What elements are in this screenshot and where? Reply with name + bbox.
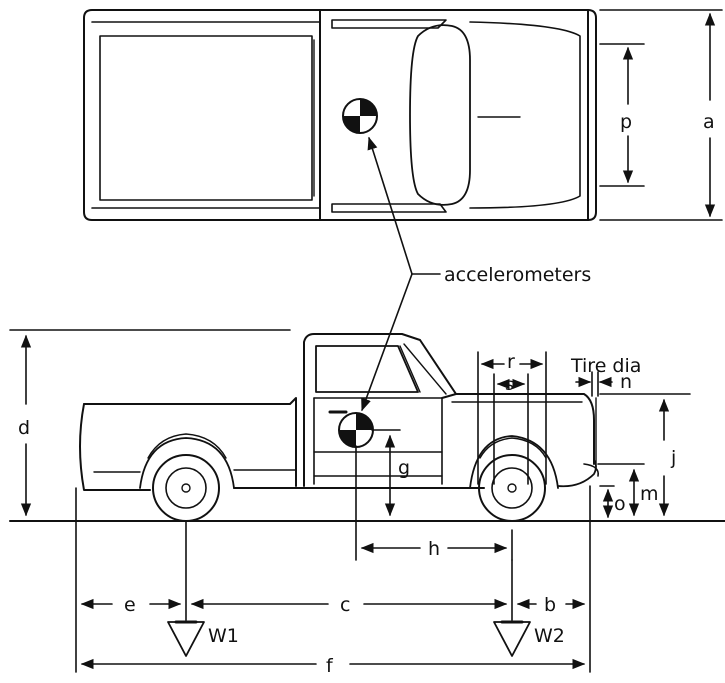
rear-wheel bbox=[152, 454, 220, 522]
truck-top-view bbox=[83, 9, 723, 221]
label-w1: W1 bbox=[208, 625, 239, 647]
label-c: c bbox=[340, 594, 350, 616]
label-m: m bbox=[640, 483, 659, 505]
label-g: g bbox=[398, 457, 410, 479]
label-r: r bbox=[507, 351, 515, 373]
label-w2: W2 bbox=[534, 625, 565, 647]
w2-weight-icon bbox=[493, 620, 531, 657]
label-b: b bbox=[544, 594, 556, 616]
label-o: o bbox=[614, 493, 626, 515]
label-p: p bbox=[620, 111, 632, 133]
label-s: s bbox=[505, 375, 514, 395]
label-tire-dia: Tire dia bbox=[570, 355, 641, 377]
dimension-lines bbox=[9, 329, 691, 673]
label-accelerometers: accelerometers bbox=[444, 264, 591, 286]
truck-side-view bbox=[9, 333, 725, 522]
accelerometer-top-icon bbox=[342, 98, 378, 134]
label-h: h bbox=[428, 538, 440, 560]
label-f: f bbox=[326, 655, 334, 677]
accelerometer-leaders bbox=[361, 136, 441, 412]
front-wheel bbox=[478, 454, 546, 522]
labels: p a accelerometers d g h r s Tire dia n … bbox=[18, 111, 715, 677]
label-n: n bbox=[620, 371, 632, 393]
w1-weight-icon bbox=[167, 620, 205, 657]
label-a: a bbox=[703, 111, 715, 133]
label-d: d bbox=[18, 417, 30, 439]
label-e: e bbox=[124, 594, 136, 616]
label-j: j bbox=[670, 447, 676, 469]
accelerometer-side-icon bbox=[338, 412, 374, 448]
